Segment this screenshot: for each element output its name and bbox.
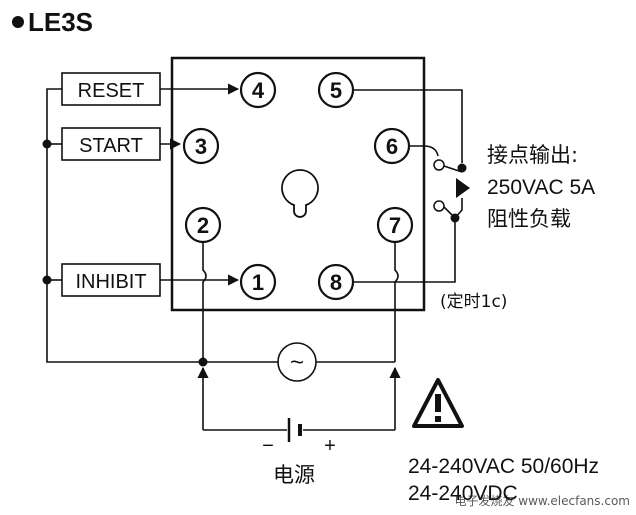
ac-source-symbol: ~	[277, 342, 317, 382]
svg-text:~: ~	[290, 349, 304, 376]
power-label: 电源	[273, 463, 315, 487]
ac-power-spec: 24-240VAC 50/60Hz	[408, 455, 599, 478]
contact-wire-8	[353, 218, 456, 283]
pin-8: 8	[317, 263, 355, 301]
inhibit-input: INHIBIT	[61, 263, 161, 297]
common-bus	[46, 88, 203, 363]
pin-2: 2	[184, 206, 222, 244]
warning-triangle-icon	[412, 378, 464, 428]
svg-text:INHIBIT: INHIBIT	[75, 271, 146, 293]
svg-text:3: 3	[195, 134, 207, 159]
svg-text:5: 5	[330, 78, 342, 103]
dc-source-symbol	[287, 418, 302, 442]
svg-text:RESET: RESET	[78, 80, 145, 102]
svg-text:7: 7	[389, 213, 401, 238]
pin-3: 3	[182, 127, 220, 165]
pin-5: 5	[317, 71, 355, 109]
dc-plus-label: +	[324, 435, 336, 457]
watermark: 电子发烧友 www.elecfans.com	[454, 493, 630, 508]
pin-1: 1	[239, 263, 277, 301]
svg-text:START: START	[79, 135, 143, 157]
contact-wire-5	[353, 89, 463, 163]
pin-4: 4	[239, 71, 277, 109]
svg-text:4: 4	[252, 78, 265, 103]
contact-wire-6	[409, 145, 439, 157]
reset-input: RESET	[61, 72, 161, 106]
dc-minus-label: −	[262, 435, 274, 457]
load-type-label: 阻性负载	[487, 207, 571, 231]
pin-6: 6	[373, 127, 411, 165]
contact-output-label: 接点输出:	[487, 143, 578, 167]
pin2-wire	[202, 242, 207, 362]
svg-text:8: 8	[330, 270, 342, 295]
contact-arrow	[456, 178, 470, 198]
timing-note: (定时1c)	[440, 292, 507, 312]
svg-text:LE3S: LE3S	[28, 7, 93, 37]
svg-text:1: 1	[252, 270, 264, 295]
dc-power-spec: 24-240VDC	[408, 482, 518, 505]
pin-7: 7	[376, 206, 414, 244]
timer-body	[170, 56, 426, 312]
contact-rating: 250VAC 5A	[487, 176, 595, 199]
title: LE3S	[12, 7, 93, 37]
start-input: START	[61, 127, 161, 161]
key-symbol	[281, 169, 319, 218]
pin7-wire	[394, 242, 399, 362]
svg-text:6: 6	[386, 134, 398, 159]
svg-text:2: 2	[197, 213, 209, 238]
